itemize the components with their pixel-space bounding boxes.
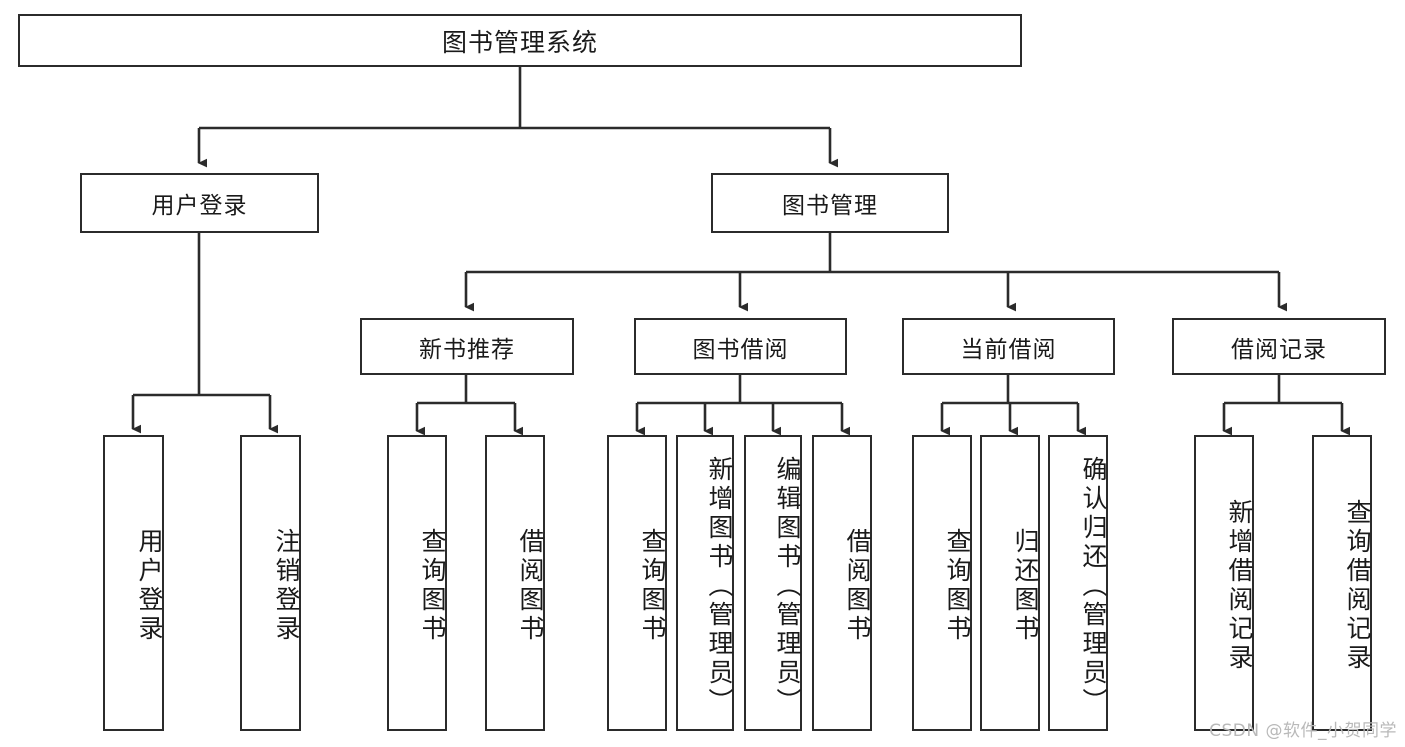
csdn-watermark: CSDN @软件_小贺同学 (1209, 721, 1397, 741)
node-leaf-confirm-return[interactable]: 确认归还（管理员） (1048, 435, 1108, 731)
node-user-login[interactable]: 用户登录 (80, 173, 319, 233)
node-label: 图书管理系统 (441, 27, 598, 57)
node-label: 新书推荐 (419, 336, 515, 363)
node-label: 图书借阅 (692, 336, 789, 363)
node-leaf-add-book[interactable]: 新增图书（管理员） (676, 435, 734, 731)
node-leaf-logout-login[interactable]: 注销登录 (240, 435, 301, 731)
node-label: 查询图书 (943, 528, 972, 644)
node-label: 查询图书 (418, 528, 447, 644)
node-label: 查询图书 (638, 528, 667, 644)
node-leaf-return-book[interactable]: 归还图书 (980, 435, 1040, 731)
node-book-borrow[interactable]: 图书借阅 (634, 318, 847, 375)
node-current-borrow[interactable]: 当前借阅 (902, 318, 1115, 375)
node-label: 新增借阅记录 (1225, 499, 1254, 673)
node-leaf-edit-book[interactable]: 编辑图书（管理员） (744, 435, 802, 731)
node-book-management-system[interactable]: 图书管理系统 (18, 14, 1022, 67)
node-leaf-query-borrow-record[interactable]: 查询借阅记录 (1312, 435, 1372, 731)
node-leaf-query-book-1[interactable]: 查询图书 (387, 435, 447, 731)
node-label: 查询借阅记录 (1343, 499, 1372, 673)
node-label: 借阅记录 (1231, 336, 1327, 363)
node-label: 借阅图书 (516, 528, 545, 644)
node-label: 用户登录 (151, 193, 248, 219)
node-label: 图书管理 (782, 193, 878, 219)
node-new-book-recommend[interactable]: 新书推荐 (360, 318, 574, 375)
node-leaf-user-login[interactable]: 用户登录 (103, 435, 164, 731)
node-label: 确认归还（管理员） (1079, 455, 1108, 717)
node-label: 借阅图书 (843, 528, 872, 644)
node-label: 归还图书 (1011, 528, 1040, 644)
node-book-management[interactable]: 图书管理 (711, 173, 949, 233)
node-leaf-borrow-book-1[interactable]: 借阅图书 (485, 435, 545, 731)
node-leaf-query-book-3[interactable]: 查询图书 (912, 435, 972, 731)
node-label: 当前借阅 (960, 336, 1057, 363)
node-label: 新增图书（管理员） (705, 455, 734, 717)
node-leaf-query-book-2[interactable]: 查询图书 (607, 435, 667, 731)
node-label: 注销登录 (272, 528, 301, 644)
node-label: 编辑图书（管理员） (773, 455, 802, 717)
node-leaf-borrow-book-2[interactable]: 借阅图书 (812, 435, 872, 731)
node-borrow-record[interactable]: 借阅记录 (1172, 318, 1386, 375)
node-leaf-add-borrow-record[interactable]: 新增借阅记录 (1194, 435, 1254, 731)
node-label: 用户登录 (135, 528, 164, 644)
